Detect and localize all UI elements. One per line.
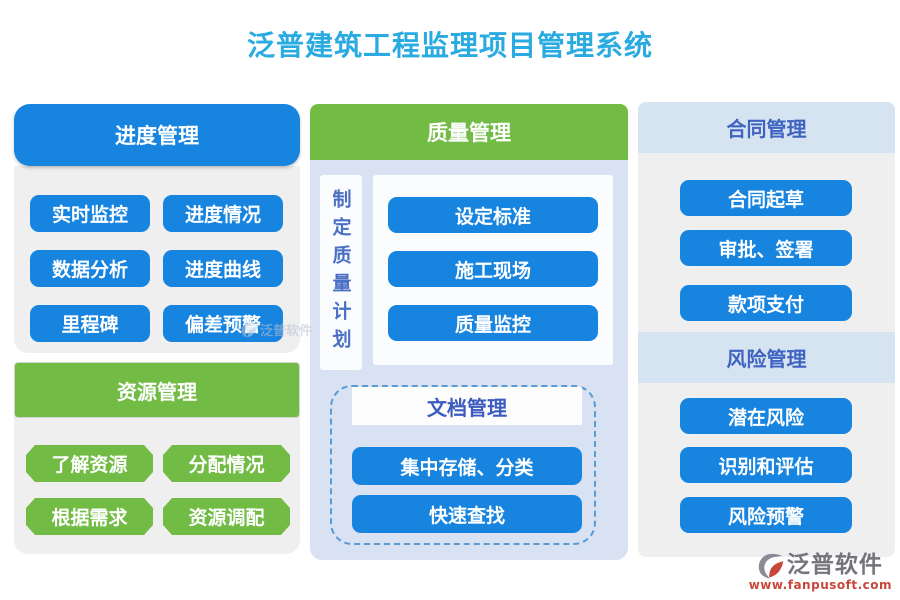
section-header-resource: 资源管理 — [14, 362, 300, 418]
section-header-contract: 合同管理 — [638, 102, 895, 153]
progress-feature-button[interactable]: 数据分析 — [30, 250, 150, 287]
resource-feature-button[interactable]: 根据需求 — [26, 498, 153, 535]
progress-feature-button[interactable]: 里程碑 — [30, 305, 150, 342]
section-panel-progress: 实时监控进度情况数据分析进度曲线里程碑偏差预警 — [14, 166, 300, 353]
brand-row: 泛普软件 — [758, 552, 883, 579]
section-header-progress: 进度管理 — [14, 104, 300, 166]
progress-feature-button[interactable]: 偏差预警 — [163, 305, 283, 342]
document-feature-button[interactable]: 集中存储、分类 — [352, 447, 582, 485]
brand-website: www.fanpusoft.com — [748, 577, 892, 592]
section-header-risk: 风险管理 — [638, 332, 895, 383]
risk-feature-button[interactable]: 风险预警 — [680, 497, 852, 533]
resource-feature-button[interactable]: 了解资源 — [26, 445, 153, 482]
contract-feature-button[interactable]: 合同起草 — [680, 180, 852, 216]
contract-feature-button[interactable]: 款项支付 — [680, 285, 852, 321]
resource-button-grid: 了解资源分配情况根据需求资源调配 — [14, 376, 300, 535]
document-dashed-box — [330, 385, 596, 545]
progress-button-grid: 实时监控进度情况数据分析进度曲线里程碑偏差预警 — [14, 166, 300, 342]
progress-feature-button[interactable]: 实时监控 — [30, 195, 150, 232]
quality-plan-label: 制定质量计划 — [329, 188, 352, 357]
contract-feature-button[interactable]: 审批、签署 — [680, 230, 852, 266]
quality-feature-button[interactable]: 设定标准 — [388, 197, 598, 233]
section-header-document: 文档管理 — [352, 387, 582, 425]
brand-company-name: 泛普软件 — [786, 552, 883, 579]
quality-feature-button[interactable]: 施工现场 — [388, 251, 598, 287]
quality-button-panel: 设定标准施工现场质量监控 — [373, 175, 613, 365]
fanpu-logo-icon — [758, 553, 784, 578]
section-header-quality: 质量管理 — [310, 104, 628, 160]
quality-feature-button[interactable]: 质量监控 — [388, 305, 598, 341]
risk-feature-button[interactable]: 潜在风险 — [680, 398, 852, 434]
section-panel-contract-risk: 合同管理 合同起草 审批、签署 款项支付 风险管理 潜在风险 识别和评估 风险预… — [638, 102, 895, 557]
document-feature-button[interactable]: 快速查找 — [352, 495, 582, 533]
resource-feature-button[interactable]: 资源调配 — [163, 498, 290, 535]
resource-feature-button[interactable]: 分配情况 — [163, 445, 290, 482]
page-title: 泛普建筑工程监理项目管理系统 — [246, 29, 653, 62]
brand-block: 泛普软件 www.fanpusoft.com — [748, 552, 892, 592]
risk-feature-button[interactable]: 识别和评估 — [680, 447, 852, 483]
progress-feature-button[interactable]: 进度曲线 — [163, 250, 283, 287]
progress-feature-button[interactable]: 进度情况 — [163, 195, 283, 232]
quality-plan-strip: 制定质量计划 — [320, 175, 362, 370]
